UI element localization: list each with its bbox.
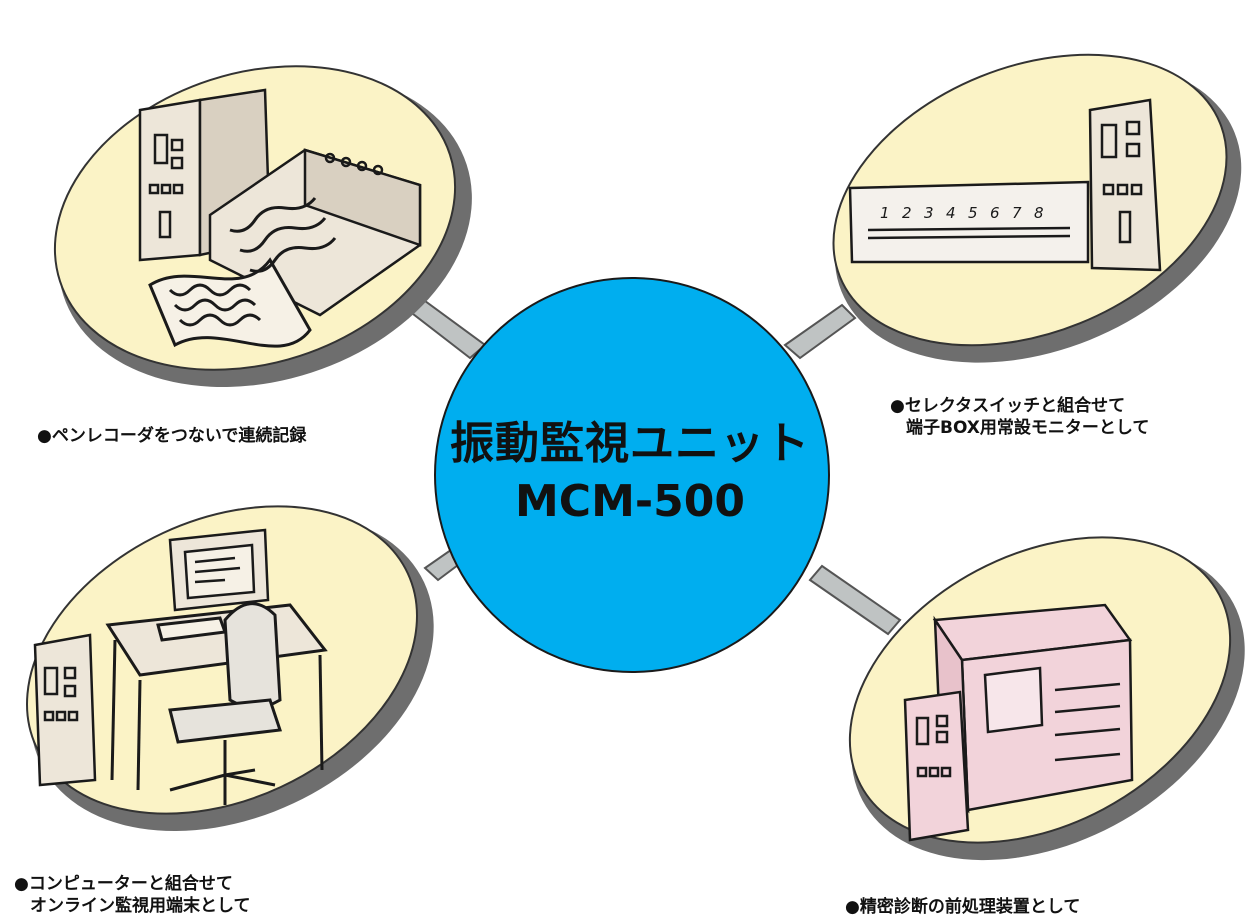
caption-line: オンライン監視用端末として [30,896,251,916]
caption-line: ●ペンレコーダをつないで連続記録 [37,426,307,446]
monitor-icon [168,528,270,612]
caption-line: 端子BOX用常設モニターとして [906,418,1150,438]
cabinet-icon [903,690,970,842]
connector-bottom-right [808,564,902,636]
panel-number: 1 [880,204,890,222]
cabinet-icon [33,633,97,787]
caption-line: ●精密診断の前処理装置として [845,897,1081,917]
satellite-selector-switch: 1 2 3 4 5 6 7 8 [832,53,1242,363]
center-title-line1: 振動監視ユニット [450,418,810,469]
panel-number: 2 [902,204,912,222]
satellite-pen-recorder [53,65,472,387]
caption-line: ●コンピューターと組合せて [14,874,233,894]
cabinet-icon [1088,98,1162,272]
center-circle [434,277,830,673]
panel-number: 3 [924,204,934,222]
caption-line: ●セレクタスイッチと組合せて [890,396,1126,416]
caption-selector-switch: ●セレクタスイッチと組合せて 端子BOX用常設モニターとして [890,395,1149,439]
panel-numbers: 1 2 3 4 5 6 7 8 [880,204,1044,222]
caption-computer-online: ●コンピューターと組合せて オンライン監視用端末として [14,873,251,917]
panel-number: 7 [1012,204,1022,222]
chart-paper-icon [148,197,337,348]
panel-number: 6 [990,204,1000,222]
panel-number: 4 [946,204,956,222]
connector-top-right [783,303,857,360]
satellite-diagnosis-preprocessor [848,536,1245,861]
panel-number: 8 [1034,204,1044,222]
selector-panel-icon [848,180,1090,264]
center-title-line2: MCM-500 [515,476,745,527]
satellite-computer-online [26,505,434,832]
caption-pen-recorder: ●ペンレコーダをつないで連続記録 [37,425,306,447]
chair-icon [168,602,283,805]
caption-diagnosis-preprocessor: ●精密診断の前処理装置として [845,896,1080,918]
center-title: 振動監視ユニット MCM-500 [430,415,830,531]
panel-number: 5 [968,204,978,222]
